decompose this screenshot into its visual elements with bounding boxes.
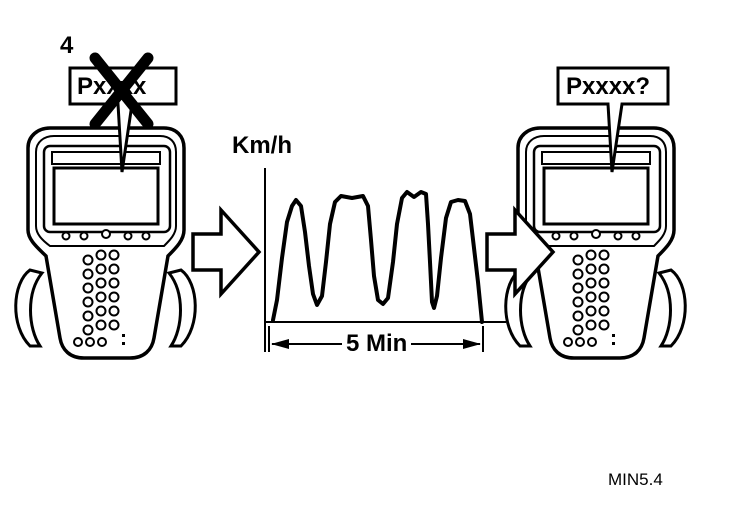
right-callout-code: Pxxxx? bbox=[566, 73, 651, 100]
left-scan-tool-icon bbox=[13, 126, 198, 360]
duration-label: 5 Min bbox=[342, 330, 412, 358]
flow-arrow-icon-left bbox=[191, 208, 261, 296]
speed-axis-label: Km/h bbox=[232, 132, 292, 159]
right-callout-bubble bbox=[556, 66, 670, 173]
figure-reference-code: MIN5.4 bbox=[608, 470, 663, 489]
speed-trace bbox=[271, 190, 484, 324]
step-number: 4 bbox=[60, 32, 74, 59]
left-callout-code: Pxxxx bbox=[77, 73, 147, 100]
